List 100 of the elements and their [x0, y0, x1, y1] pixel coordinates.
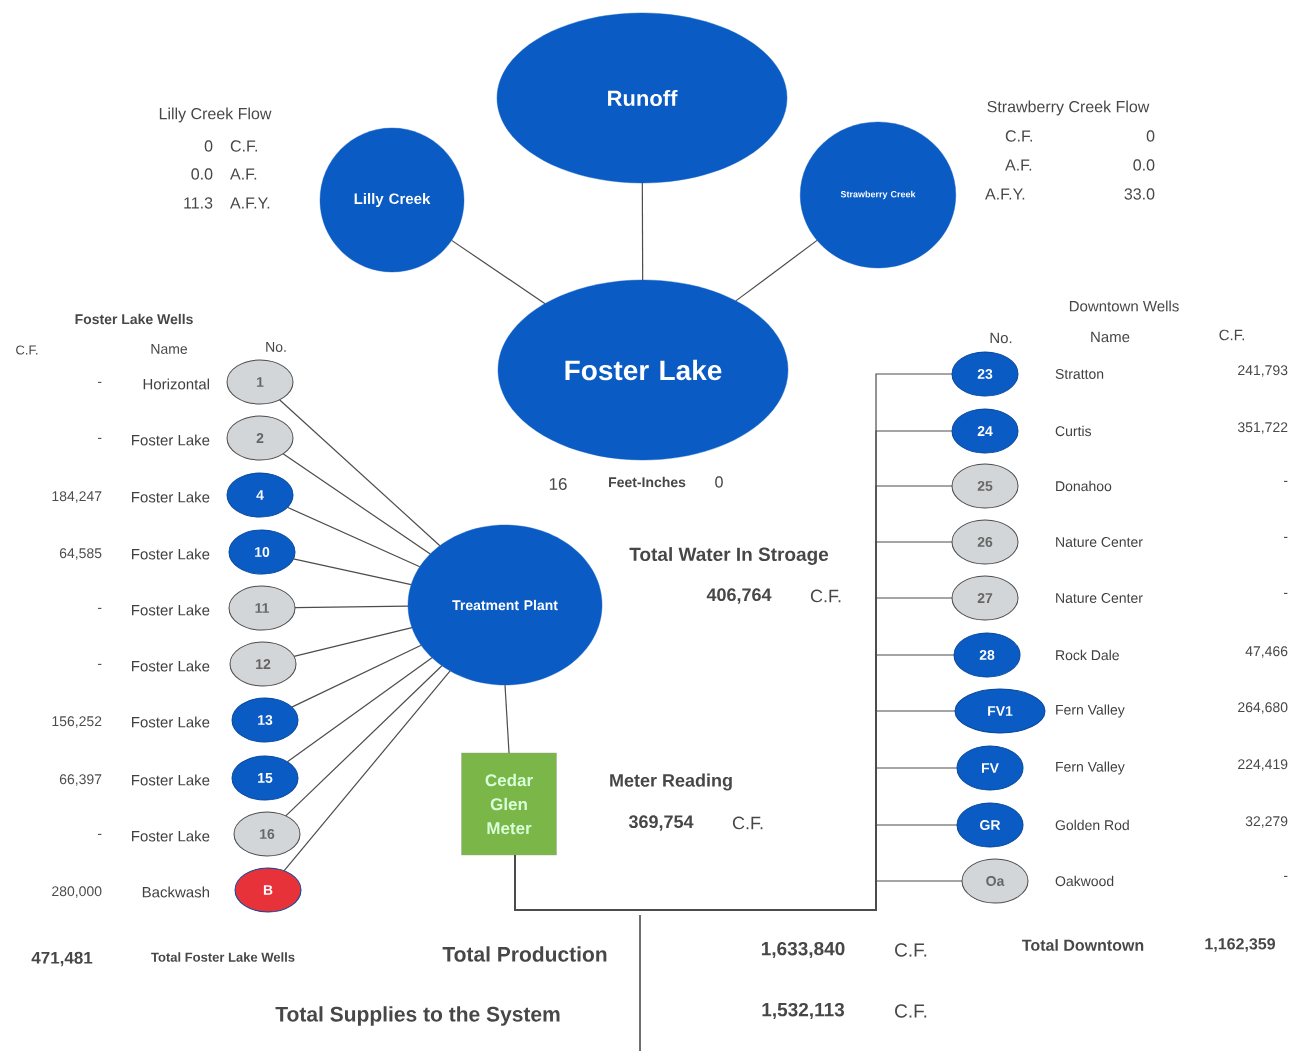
label-text: 16: [549, 478, 567, 490]
label-text: -: [1284, 480, 1288, 482]
well-name: Oakwood: [1055, 875, 1114, 887]
connector-line: [278, 399, 441, 547]
well-name: Foster Lake: [132, 716, 210, 728]
connector-line: [293, 627, 413, 658]
connector-line: [283, 670, 451, 872]
label-text: Name: [1091, 331, 1130, 343]
label-text: 1,162,359: [1205, 938, 1275, 952]
well-name: Stratton: [1055, 369, 1104, 379]
label-text: C.F.: [895, 1004, 927, 1018]
well-name: Horizontal: [143, 378, 209, 390]
label-text: C.F.: [895, 943, 927, 957]
label-text: 406,764: [706, 588, 772, 604]
label-text: 369,754: [628, 815, 694, 831]
well-name: Donahoo: [1056, 480, 1112, 492]
label-text: C.F.: [230, 140, 257, 152]
label-text: A.F.: [1005, 159, 1032, 171]
flow-value: 280,000: [52, 886, 102, 898]
flow-value: 156,252: [52, 716, 102, 728]
well-name: Foster Lake: [132, 548, 210, 560]
label-text: Meter Reading: [610, 773, 732, 791]
label-text: C.F.: [732, 816, 763, 830]
connector-line: [504, 684, 510, 754]
label-text: 241,793: [1238, 365, 1288, 377]
label-text: Total Downtown: [1022, 939, 1144, 951]
label-text: Feet-Inches: [609, 476, 686, 488]
label-text: Downtown Wells: [1069, 300, 1179, 312]
label-text: 0.0: [1133, 159, 1155, 171]
well-name: Fern Valley: [1056, 704, 1125, 718]
flow-value: 184,247: [52, 491, 102, 503]
connector-line: [451, 239, 546, 305]
connector-line: [285, 665, 443, 817]
well-name: Fern Valley: [1056, 761, 1125, 775]
label-text: -: [1284, 875, 1288, 877]
label-text: A.F.Y.: [230, 197, 270, 209]
label-text: Total Production: [442, 946, 607, 962]
ellipse-node: Strawberry Creek: [800, 121, 956, 269]
connector-line: [286, 506, 421, 568]
label-text: 0.0: [191, 168, 213, 180]
connector-line: [292, 558, 412, 586]
label-text: Total Supplies to the System: [275, 1006, 560, 1026]
label-text: -: [1284, 536, 1288, 538]
label-text: 351,722: [1237, 422, 1288, 434]
label-text: C.F.: [810, 589, 841, 603]
label-text: 0: [1146, 130, 1155, 142]
label-text: Lilly Creek Flow: [159, 107, 272, 123]
label-text: A.F.: [230, 168, 257, 180]
label-text: 224,419: [1238, 759, 1288, 771]
label-text: 11.3: [184, 197, 213, 209]
label-text: Foster Lake Wells: [75, 313, 193, 325]
well-name: Golden Rod: [1055, 819, 1129, 831]
well-name: Foster Lake: [132, 830, 210, 842]
well-name: Rock Dale: [1056, 649, 1119, 661]
connector-line: [291, 644, 422, 708]
label-text: C.F.: [16, 345, 38, 355]
flow-value: 64,585: [59, 548, 102, 560]
well-name: Foster Lake: [132, 491, 210, 503]
label-text: C.F.: [1219, 329, 1244, 341]
well-name: Foster Lake: [132, 660, 210, 672]
connector-line: [282, 453, 431, 555]
label-text: Name: [151, 344, 188, 354]
label-text: 264,680: [1238, 702, 1288, 714]
ellipse-node: Foster Lake: [497, 279, 789, 461]
flow-value: 66,397: [59, 774, 102, 786]
flow-value: -: [97, 663, 102, 665]
connector-line: [641, 182, 644, 281]
well-name: Foster Lake: [132, 434, 210, 446]
well-name: Foster Lake: [132, 604, 210, 616]
flow-value: -: [97, 607, 102, 609]
ellipse-node: Runoff: [496, 12, 788, 184]
meter-box: Cedar Glen Meter: [461, 752, 557, 856]
label-text: A.F.Y.: [985, 188, 1025, 200]
connector-line: [286, 657, 433, 763]
ellipse-node: Treatment Plant: [407, 524, 603, 686]
well-name: Nature Center: [1056, 537, 1143, 547]
flow-value: -: [97, 437, 102, 439]
connector-line: [735, 239, 818, 302]
label-text: 33.0: [1124, 188, 1155, 200]
label-text: 32,279: [1245, 816, 1288, 828]
label-text: 471,481: [31, 951, 93, 967]
well-name: Foster Lake: [132, 774, 210, 786]
flow-value: -: [97, 833, 102, 835]
connector-line: [514, 854, 963, 911]
well-name: Curtis: [1055, 425, 1092, 437]
label-text: 1,633,840: [761, 941, 845, 959]
flow-value: -: [97, 381, 102, 383]
label-text: Total Foster Lake Wells: [151, 952, 295, 962]
label-text: Strawberry Creek Flow: [987, 100, 1150, 116]
label-text: 1,532,113: [762, 1002, 845, 1020]
label-text: C.F.: [1005, 130, 1032, 142]
ellipse-node: Lilly Creek: [319, 127, 465, 273]
well-name: Nature Center: [1056, 593, 1143, 603]
label-text: 0: [204, 140, 213, 152]
label-text: 0: [715, 476, 723, 488]
label-text: Total Water In Stroage: [629, 547, 829, 565]
connector-line: [294, 605, 409, 609]
well-name: Backwash: [142, 886, 210, 898]
label-text: -: [1284, 592, 1288, 594]
label-text: 47,466: [1245, 646, 1288, 658]
